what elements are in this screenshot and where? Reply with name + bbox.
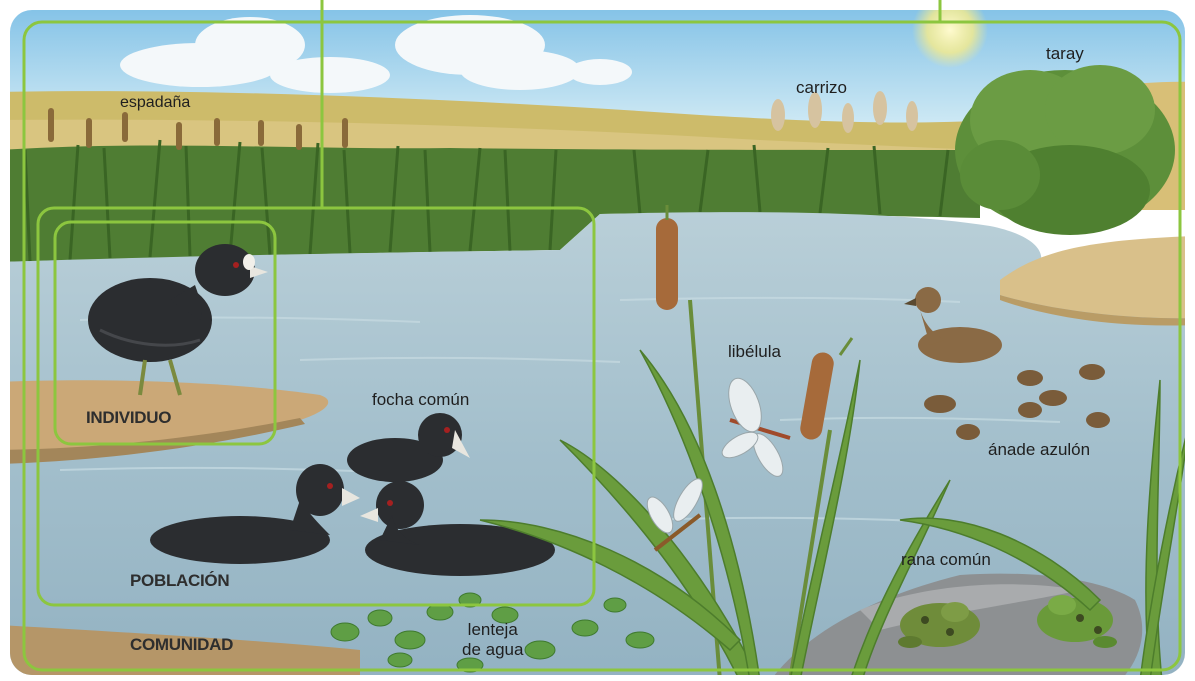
rana-comun-label: rana común (901, 550, 991, 570)
carrizo-label: carrizo (796, 78, 847, 98)
anade-azulon-label: ánade azulón (988, 440, 1090, 460)
lenteja-de-agua-line-1: lenteja (462, 620, 523, 640)
libelula-label: libélula (728, 342, 781, 362)
taray-label: taray (1046, 44, 1084, 64)
taray-shrub (955, 65, 1175, 235)
poblacion-label: POBLACIÓN (130, 571, 229, 591)
comunidad-label: COMUNIDAD (130, 635, 233, 655)
individuo-label: INDIVIDUO (86, 408, 171, 428)
focha-comun-label: focha común (372, 390, 469, 410)
espadana-label: espadaña (120, 94, 190, 112)
lenteja-de-agua-line-2: de agua (462, 640, 523, 660)
lenteja-de-agua-label: lenteja de agua (462, 620, 523, 659)
